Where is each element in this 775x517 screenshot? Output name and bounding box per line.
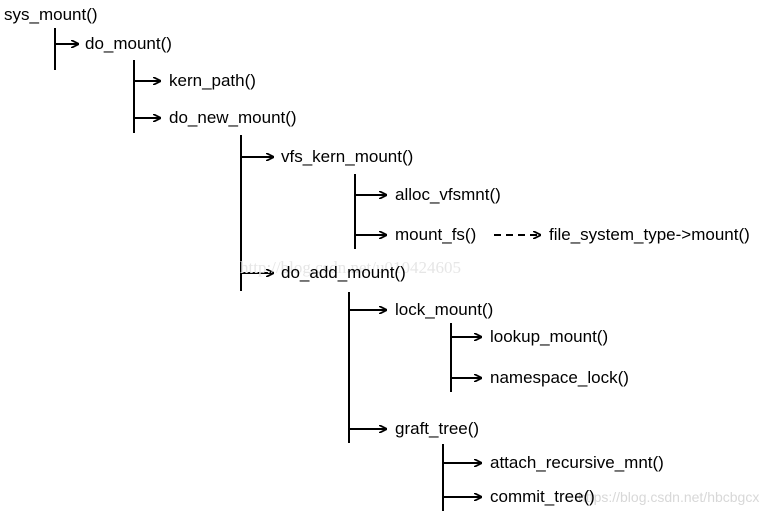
node-do-new-mount: do_new_mount() (169, 108, 297, 127)
bottom-right-watermark: https://blog.csdn.net/hbcbgcx (578, 489, 760, 505)
node-do-mount: do_mount() (85, 34, 172, 53)
node-file-system-type-mount: file_system_type->mount() (549, 225, 750, 244)
node-lookup-mount: lookup_mount() (490, 327, 609, 346)
node-lock-mount: lock_mount() (395, 300, 494, 319)
node-do-add-mount: do_add_mount() (281, 263, 406, 282)
node-mount-fs: mount_fs() (395, 225, 477, 244)
node-commit-tree: commit_tree() (490, 487, 595, 506)
node-namespace-lock: namespace_lock() (490, 368, 629, 387)
node-sys-mount: sys_mount() (4, 5, 98, 24)
node-attach-recursive-mnt: attach_recursive_mnt() (490, 453, 664, 472)
node-vfs-kern-mount: vfs_kern_mount() (281, 147, 414, 166)
node-kern-path: kern_path() (169, 71, 256, 90)
node-alloc-vfsmnt: alloc_vfsmnt() (395, 185, 501, 204)
center-watermark: http://blog.csdn.net/u010424605 (240, 258, 461, 277)
node-graft-tree: graft_tree() (395, 419, 480, 438)
